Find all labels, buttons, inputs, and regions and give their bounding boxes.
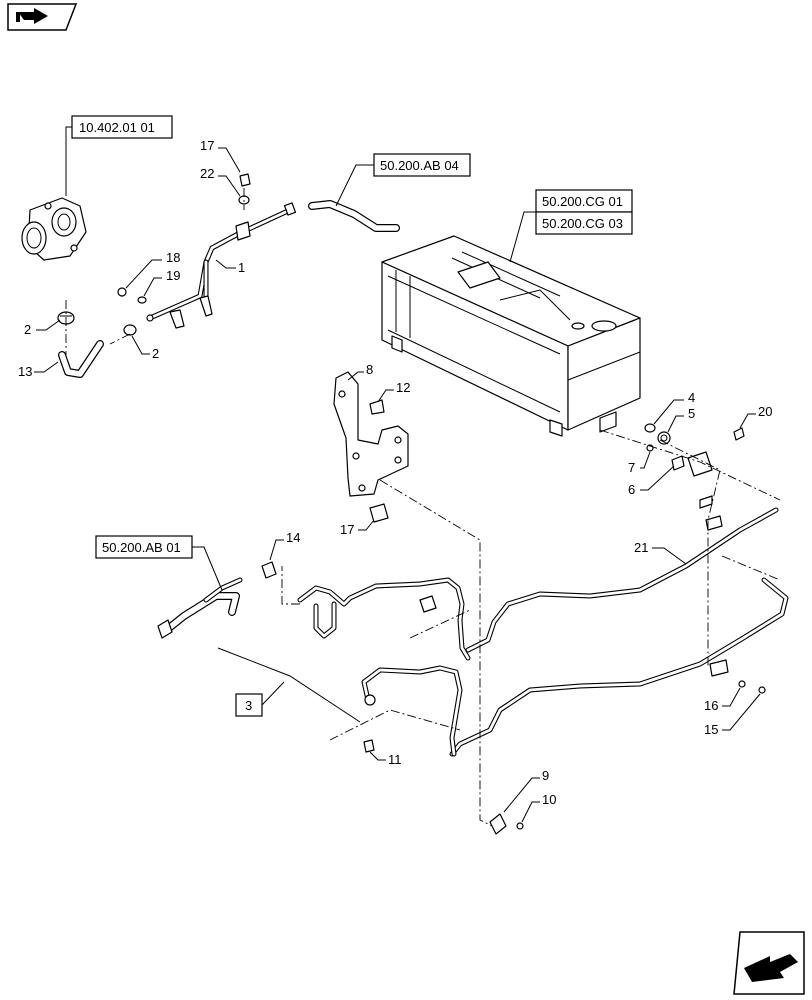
ref-3-label: 3 bbox=[245, 698, 252, 713]
callouts: 1 2 2 13 18 19 17 22 8 12 17 4 5 7 6 20 bbox=[18, 138, 772, 823]
ref-ab01-label: 50.200.AB 01 bbox=[102, 540, 181, 555]
pipe-assembly-1 bbox=[146, 202, 297, 329]
book-arrow-icon[interactable] bbox=[7, 3, 78, 31]
bolt-12 bbox=[369, 399, 385, 415]
callout-16: 16 bbox=[704, 698, 718, 713]
clamp-2-right bbox=[123, 324, 137, 336]
callout-19: 19 bbox=[166, 268, 180, 283]
fitting-6 bbox=[671, 455, 685, 471]
callout-5: 5 bbox=[688, 406, 695, 421]
callout-6: 6 bbox=[628, 482, 635, 497]
callout-15: 15 bbox=[704, 722, 718, 737]
clip-16 bbox=[709, 659, 729, 677]
ref-box-cg01[interactable]: 50.200.CG 01 bbox=[535, 189, 633, 213]
bolt-17-top bbox=[239, 173, 251, 187]
ref-box-ab01[interactable]: 50.200.AB 01 bbox=[95, 535, 193, 559]
callout-9: 9 bbox=[542, 768, 549, 783]
callout-21: 21 bbox=[634, 540, 648, 555]
clip-9 bbox=[489, 813, 507, 835]
callout-2-right: 2 bbox=[152, 346, 159, 361]
pipe-assembly-middle bbox=[297, 577, 471, 757]
bolt-11 bbox=[363, 739, 375, 753]
hose-ab04 bbox=[308, 200, 400, 232]
assembly-lines bbox=[65, 188, 781, 827]
connector-block bbox=[687, 451, 723, 531]
ref-box-ab04[interactable]: 50.200.AB 04 bbox=[373, 153, 471, 177]
callout-10: 10 bbox=[542, 792, 556, 807]
callout-18: 18 bbox=[166, 250, 180, 265]
bolt-18 bbox=[117, 287, 127, 297]
hose-13 bbox=[58, 340, 104, 378]
ref-box-10-402[interactable]: 10.402.01 01 bbox=[71, 115, 173, 139]
next-page-arrow-icon[interactable] bbox=[733, 931, 805, 995]
callout-17-bottom: 17 bbox=[340, 522, 354, 537]
fluid-tank bbox=[381, 235, 641, 437]
bolt-10 bbox=[516, 822, 524, 830]
callout-17-top: 17 bbox=[200, 138, 214, 153]
bracket-8 bbox=[333, 371, 409, 497]
callout-8: 8 bbox=[366, 362, 373, 377]
ref-cg01-label: 50.200.CG 01 bbox=[542, 194, 623, 209]
ref-box-3[interactable]: 3 bbox=[235, 693, 263, 717]
callout-22: 22 bbox=[200, 166, 214, 181]
ref-cg03-label: 50.200.CG 03 bbox=[542, 216, 623, 231]
callout-7: 7 bbox=[628, 460, 635, 475]
callout-4: 4 bbox=[688, 390, 695, 405]
throttle-body bbox=[21, 197, 87, 261]
bolt-20 bbox=[733, 427, 745, 441]
callout-2-left: 2 bbox=[24, 322, 31, 337]
ref-10-402-label: 10.402.01 01 bbox=[79, 120, 155, 135]
bolt-15 bbox=[758, 686, 766, 694]
callout-20: 20 bbox=[758, 404, 772, 419]
washer-19 bbox=[137, 296, 147, 304]
callout-11: 11 bbox=[388, 752, 402, 767]
callout-12: 12 bbox=[396, 380, 410, 395]
bolt-17-bottom bbox=[369, 503, 389, 523]
hose-ab01 bbox=[157, 577, 243, 639]
fitting-14 bbox=[261, 561, 277, 579]
ref-box-cg03[interactable]: 50.200.CG 03 bbox=[535, 211, 633, 235]
callout-13: 13 bbox=[18, 364, 32, 379]
pipe-21 bbox=[449, 507, 789, 757]
washer-4 bbox=[644, 423, 656, 433]
callout-1: 1 bbox=[238, 260, 245, 275]
callout-14: 14 bbox=[286, 530, 300, 545]
ref-ab04-label: 50.200.AB 04 bbox=[380, 158, 459, 173]
washer-16 bbox=[738, 680, 746, 688]
